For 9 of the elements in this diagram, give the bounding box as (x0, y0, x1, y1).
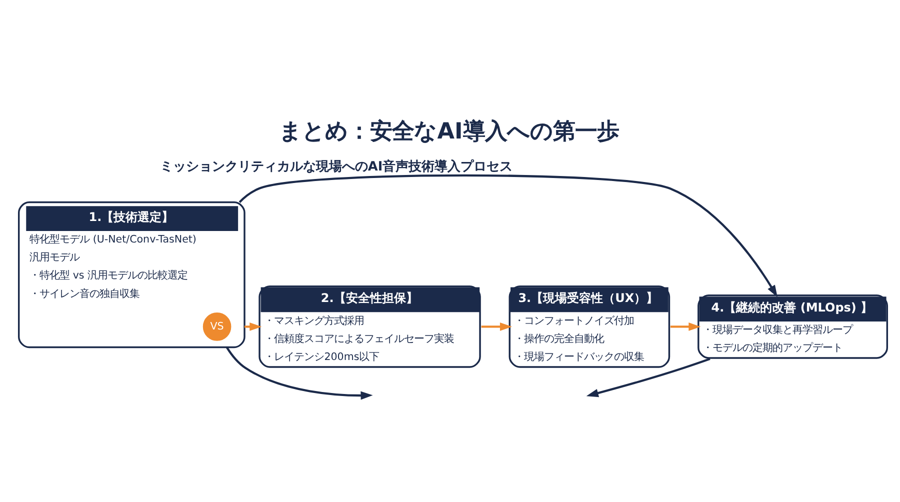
arrow (244, 322, 262, 331)
node-circle: VS (202, 312, 232, 341)
arrow (586, 358, 710, 398)
arrow (238, 174, 778, 298)
edge-label: ミッションクリティカルな現場へのAI音声技術導入プロセス (160, 160, 513, 175)
arrow (670, 322, 701, 331)
arrow (226, 346, 373, 400)
diagram-title: まとめ：安全なAI導入への第一歩 (279, 118, 619, 144)
arrow (481, 322, 512, 331)
